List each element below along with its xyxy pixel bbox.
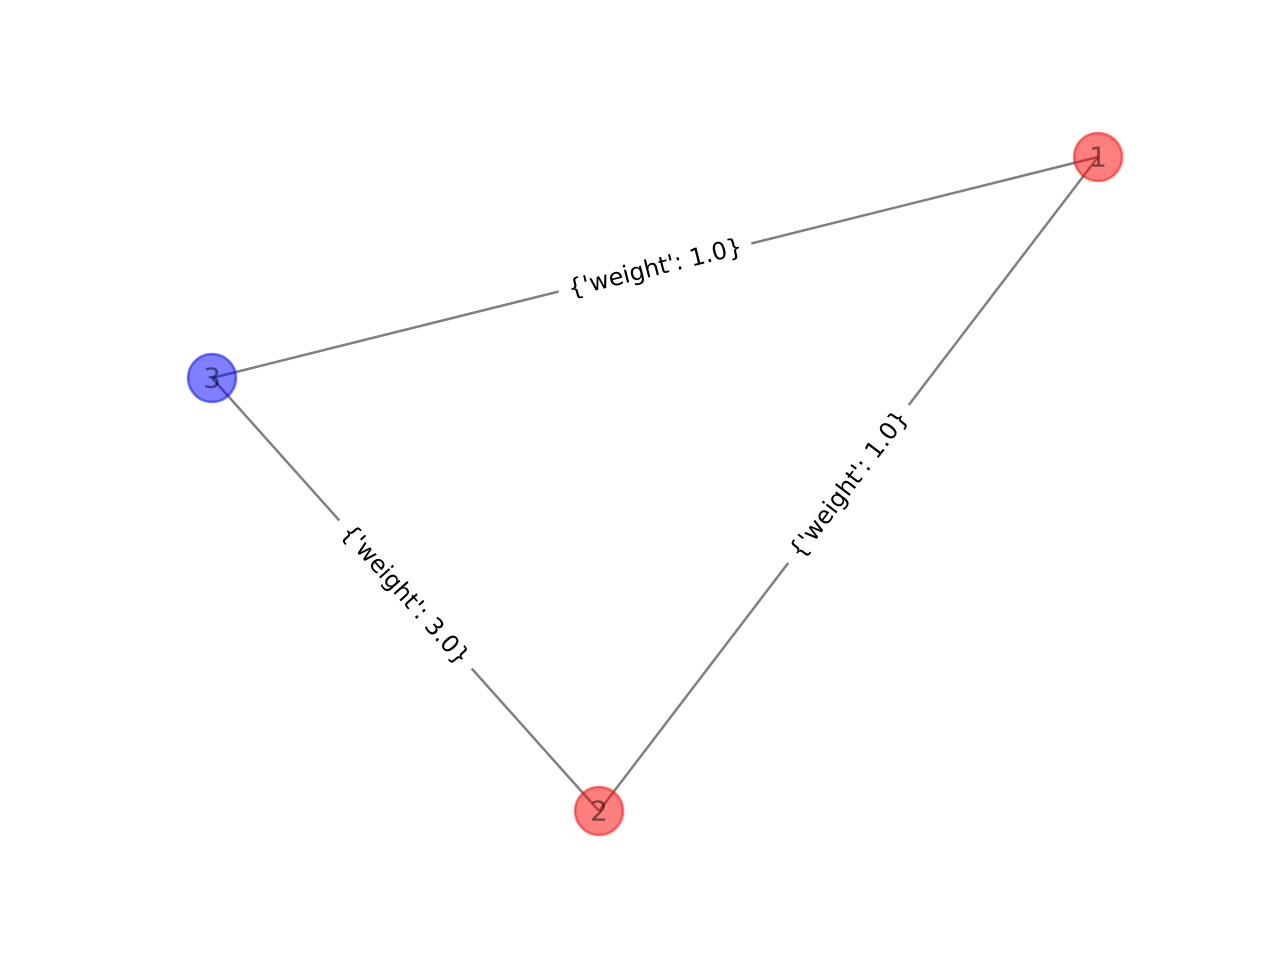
edge-label-group: {'weight': 1.0} — [773, 394, 924, 574]
node-label: 2 — [590, 795, 608, 828]
edge-label: {'weight': 1.0} — [783, 405, 914, 564]
nodes-layer: 1 2 3 — [186, 131, 1124, 837]
node-circle — [186, 352, 238, 404]
edge-label-group: {'weight': 3.0} — [325, 508, 486, 681]
edges-layer: {'weight': 1.0} {'weight': 1.0} {'weight':… — [211, 155, 1099, 812]
edge-label-background — [773, 394, 924, 574]
node-circle — [1072, 131, 1124, 183]
node-label: 1 — [1089, 141, 1107, 174]
edge-label-group: {'weight': 1.0} — [554, 226, 756, 309]
node-3: 3 — [186, 352, 238, 404]
node-circle — [573, 785, 625, 837]
edge-label-background — [325, 508, 486, 681]
node-label: 3 — [203, 362, 221, 395]
edge-label-background — [554, 226, 756, 309]
node-1: 1 — [1072, 131, 1124, 183]
node-2: 2 — [573, 785, 625, 837]
edge-label: {'weight': 3.0} — [336, 519, 476, 671]
